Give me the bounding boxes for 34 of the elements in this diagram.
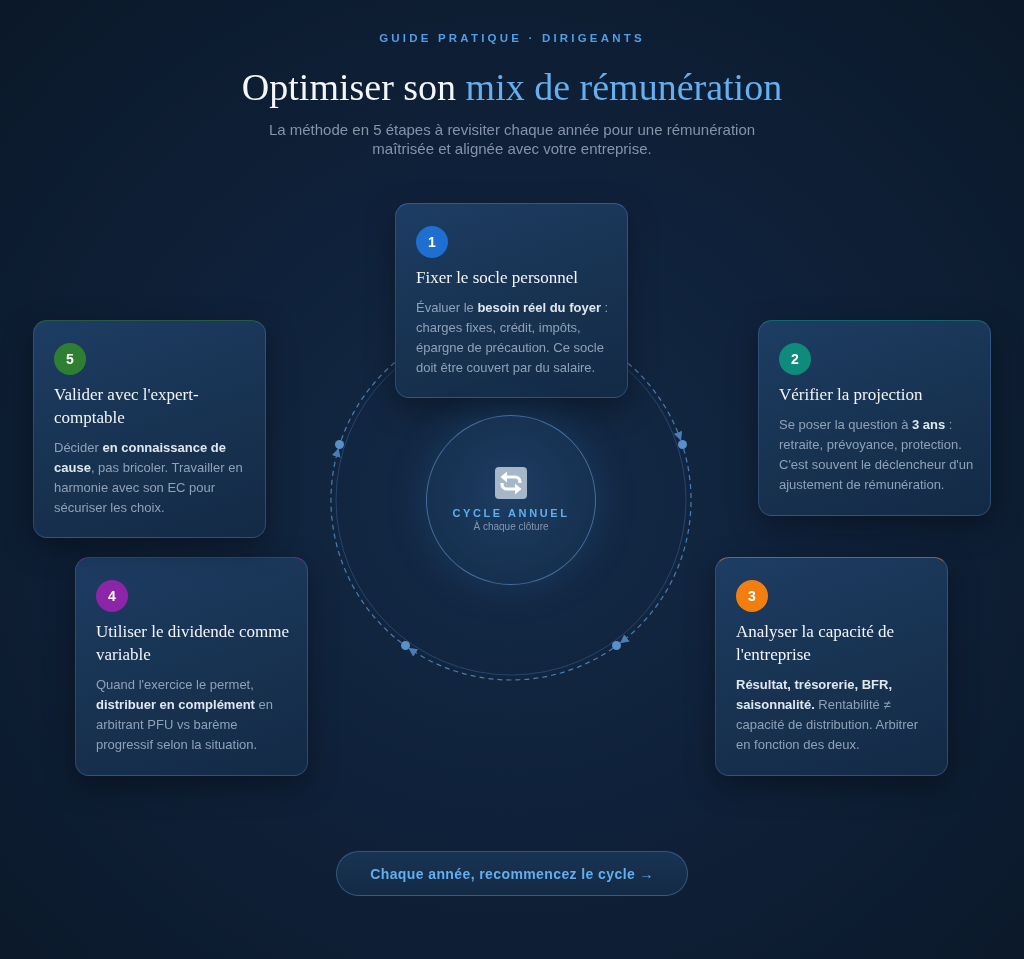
step-description: Se poser la question à 3 ans : retraite, prévoyance, protection. C'est souvent le déclencheur d'un ajustement de rémunération. bbox=[779, 416, 975, 494]
cycle-dot-icon bbox=[677, 439, 687, 449]
page-subtitle: La méthode en 5 étapes à revisiter chaque année pour une rémunération maîtrisée et alignée avec votre entreprise. bbox=[267, 120, 757, 158]
step-number: 5 bbox=[54, 343, 86, 375]
step-title: Fixer le socle personnel bbox=[416, 267, 579, 289]
step-title: Valider avec l'expert-comptable bbox=[54, 384, 200, 429]
step-description: Résultat, trésorerie, BFR, saisonnalité. Rentabilité ≠ capacité de distribution. Arbitrer en fonction des deux. bbox=[736, 676, 920, 754]
step-number: 1 bbox=[416, 226, 448, 258]
restart-cycle-button: Chaque année, recommencez le cycle → bbox=[336, 851, 688, 896]
cycle-arrow bbox=[330, 447, 402, 644]
step-title: Analyser la capacité de l'entreprise bbox=[736, 621, 896, 666]
hub-title: CYCLE ANNUEL bbox=[452, 507, 570, 520]
step-card bbox=[715, 557, 948, 776]
cycle-dot-icon bbox=[400, 641, 410, 651]
step-card bbox=[33, 320, 266, 538]
step-card bbox=[395, 203, 628, 398]
step-title: Vérifier la projection bbox=[779, 384, 924, 406]
step-title: Utiliser le dividende comme variable bbox=[96, 621, 291, 666]
cycle-arrow bbox=[627, 362, 682, 441]
page-title: Optimiser son mix de rémunération bbox=[241, 65, 783, 109]
cycle-arrow bbox=[408, 647, 614, 681]
step-card bbox=[75, 557, 308, 776]
step-number: 3 bbox=[736, 580, 768, 612]
step-description: Quand l'exercice le permet, distribuer en complément en arbitrant PFU vs barème progressif selon la situation. bbox=[96, 676, 274, 754]
step-description: Décider en connaissance de cause, pas bricoler. Travailler en harmonie avec son EC pour sécuriser les choix. bbox=[54, 439, 244, 517]
step-card bbox=[758, 320, 991, 516]
cycle-dot-icon bbox=[335, 439, 345, 449]
step-number: 4 bbox=[96, 580, 128, 612]
cycle-dot-icon bbox=[612, 641, 622, 651]
step-number: 2 bbox=[779, 343, 811, 375]
eyebrow-label: GUIDE PRATIQUE · DIRIGEANTS bbox=[379, 31, 645, 45]
cycle-arrow bbox=[619, 448, 692, 644]
hub-subtitle: À chaque clôture bbox=[473, 520, 549, 533]
step-description: Évaluer le besoin réel du foyer : charges fixes, crédit, impôts, épargne de précaution. Ce socle doit être couvert par du salaire. bbox=[416, 299, 610, 377]
